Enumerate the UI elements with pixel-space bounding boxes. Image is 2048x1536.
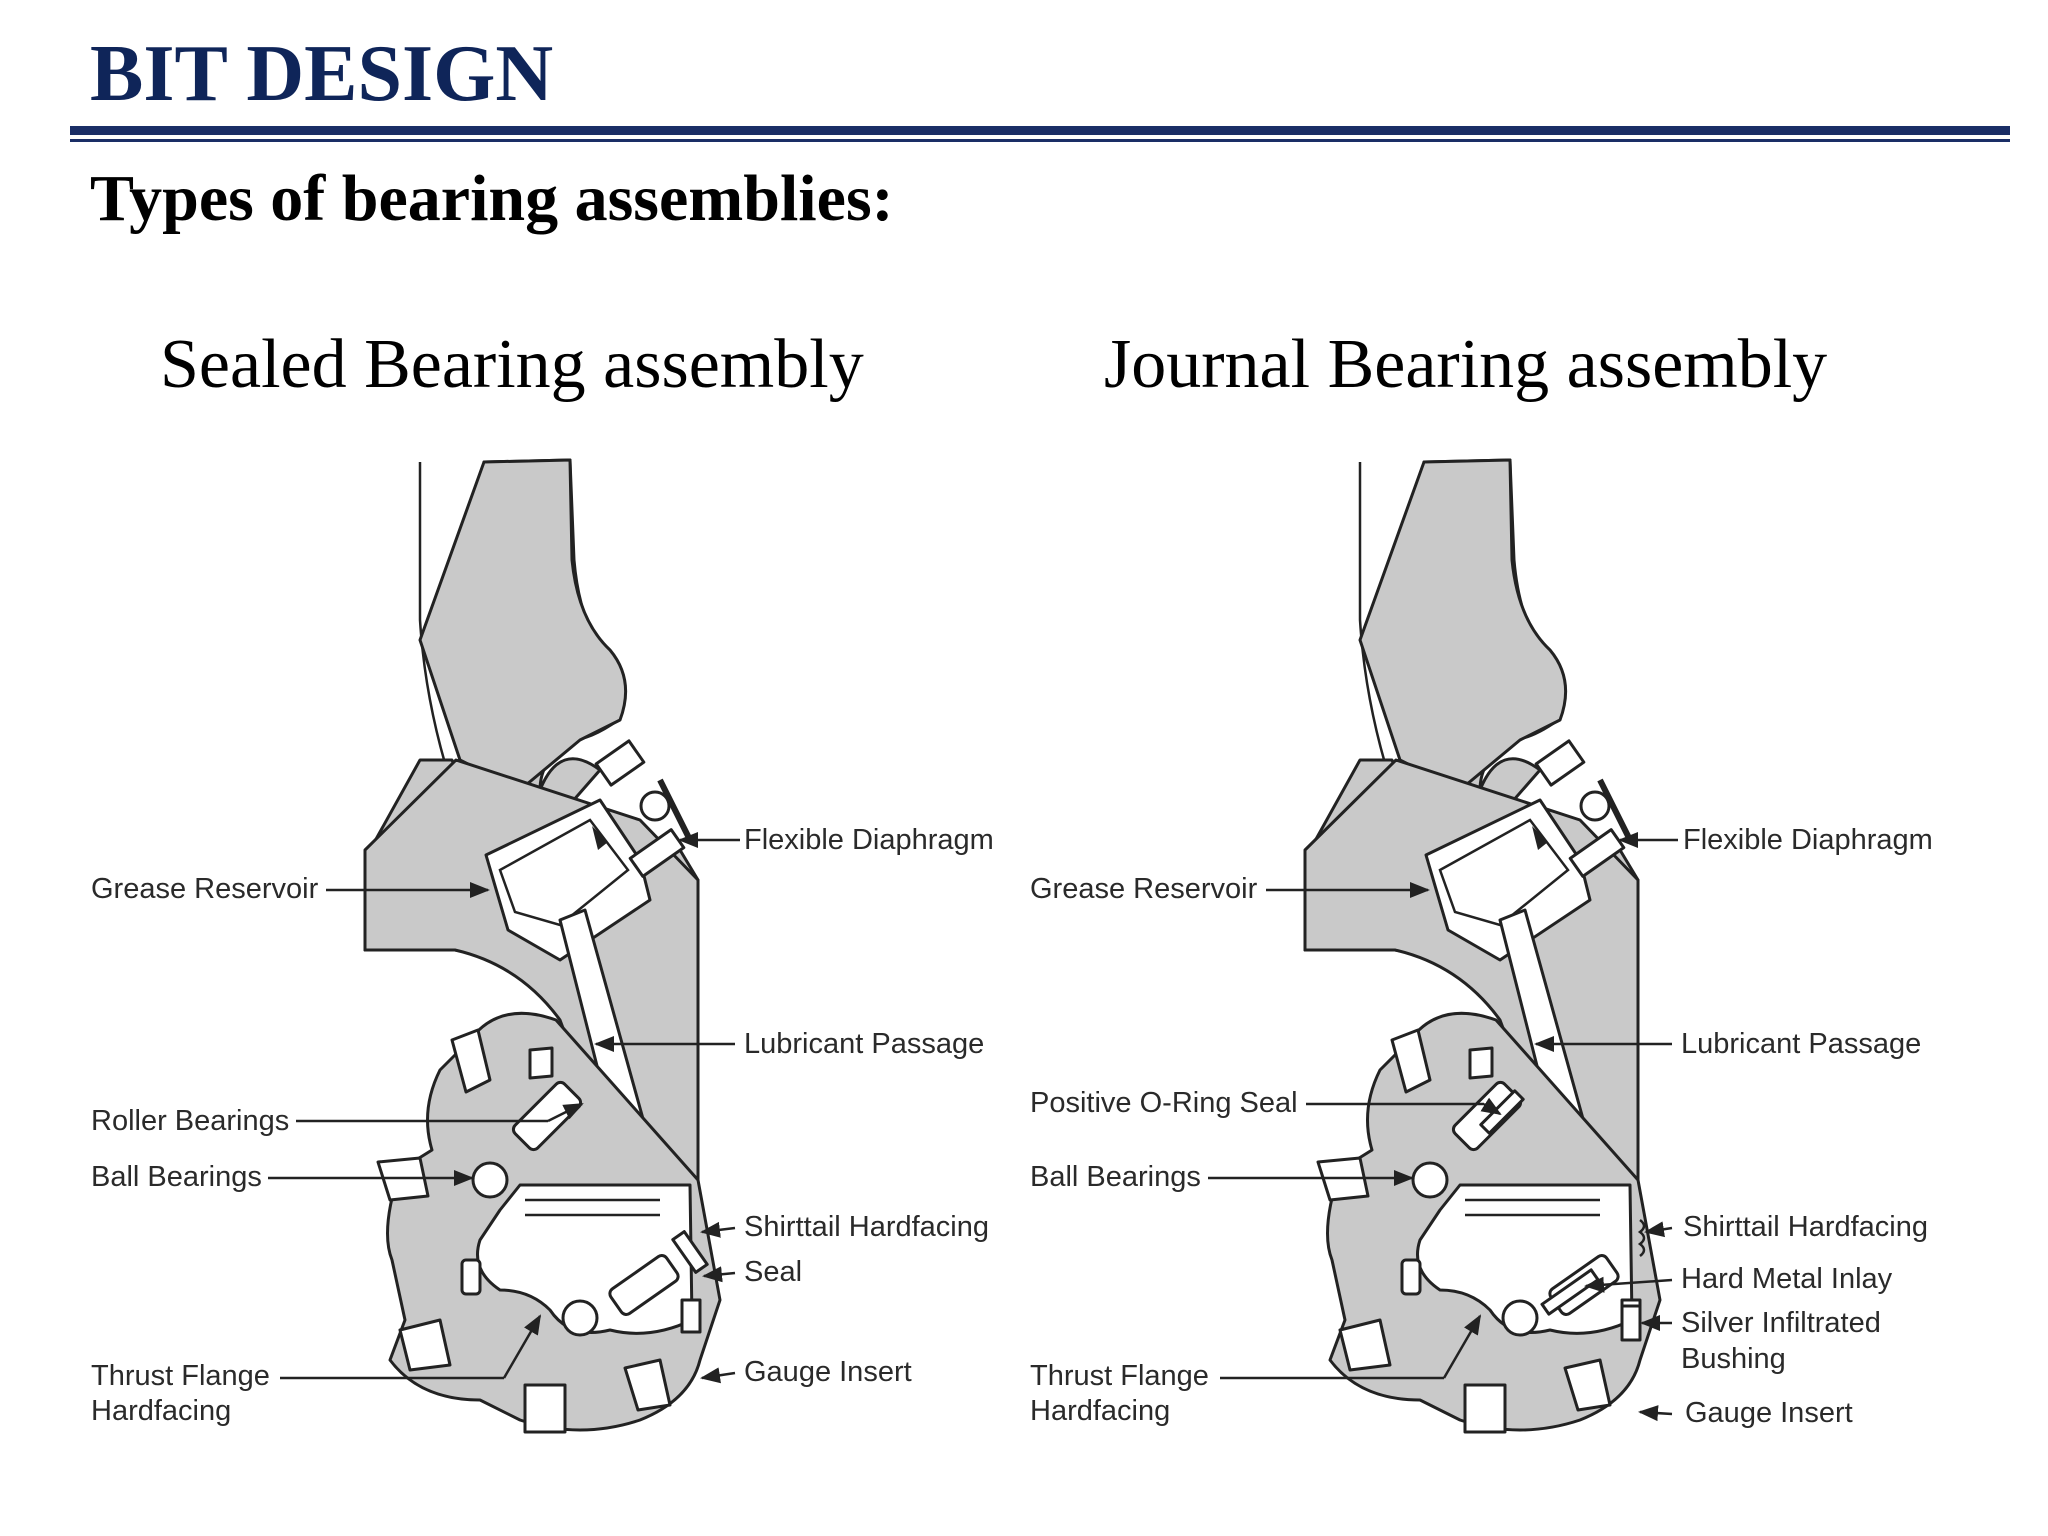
label-lubricant-passage: Lubricant Passage xyxy=(744,1028,984,1060)
label-lubricant-passage-journal: Lubricant Passage xyxy=(1681,1028,1921,1060)
label-seal: Seal xyxy=(744,1256,802,1288)
journal-bearing-drawing xyxy=(1305,460,1660,1432)
journal-bearing-title: Journal Bearing assembly xyxy=(1104,326,1828,403)
label-silver-infiltrated: Silver Infiltrated xyxy=(1681,1307,1881,1339)
label-thrust-flange-journal: Thrust Flange xyxy=(1030,1360,1209,1392)
label-gauge-insert: Gauge Insert xyxy=(744,1356,912,1388)
label-grease-reservoir: Grease Reservoir xyxy=(91,873,319,905)
sealed-bearing-title: Sealed Bearing assembly xyxy=(160,326,864,403)
label-ball-bearings-journal: Ball Bearings xyxy=(1030,1161,1201,1193)
slide-subtitle: Types of bearing assemblies: xyxy=(90,162,894,235)
label-thrust-flange: Thrust Flange xyxy=(91,1360,270,1392)
slide-title: BIT DESIGN xyxy=(90,30,554,118)
label-flexible-diaphragm-journal: Flexible Diaphragm xyxy=(1683,824,1933,856)
title-rule-thick xyxy=(70,126,2010,135)
label-thrust-flange-hardfacing-journal: Hardfacing xyxy=(1030,1395,1170,1427)
label-shirttail-hardfacing-journal: Shirttail Hardfacing xyxy=(1683,1211,1928,1243)
title-rule-thin xyxy=(70,139,2010,142)
label-shirttail-hardfacing: Shirttail Hardfacing xyxy=(744,1211,989,1243)
sealed-labels: Flexible Diaphragm Grease Reservoir Lubr… xyxy=(91,824,994,1427)
label-roller-bearings: Roller Bearings xyxy=(91,1105,289,1137)
label-thrust-flange-hardfacing: Hardfacing xyxy=(91,1395,231,1427)
sealed-leaders xyxy=(268,832,740,1384)
journal-leaders xyxy=(1208,832,1678,1422)
label-grease-reservoir-journal: Grease Reservoir xyxy=(1030,873,1258,905)
label-bushing: Bushing xyxy=(1681,1343,1786,1375)
journal-labels: Flexible Diaphragm Grease Reservoir Lubr… xyxy=(1030,824,1933,1429)
sealed-bearing-drawing xyxy=(365,460,720,1432)
label-hard-metal-inlay: Hard Metal Inlay xyxy=(1681,1263,1893,1295)
label-gauge-insert-journal: Gauge Insert xyxy=(1685,1397,1853,1429)
label-ball-bearings: Ball Bearings xyxy=(91,1161,262,1193)
label-flexible-diaphragm: Flexible Diaphragm xyxy=(744,824,994,856)
label-positive-oring-seal: Positive O-Ring Seal xyxy=(1030,1087,1298,1119)
